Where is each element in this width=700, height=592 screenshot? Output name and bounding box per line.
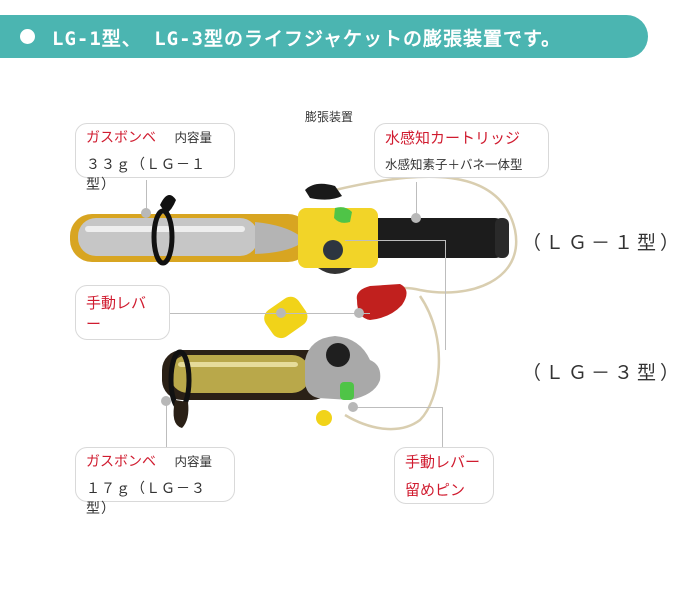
label-subtitle: 内容量 bbox=[174, 130, 212, 145]
leader-line bbox=[416, 182, 417, 218]
label-manual-lever: 手動レバー bbox=[75, 285, 170, 340]
leader-line bbox=[442, 407, 443, 447]
manual-lever-yellow-icon bbox=[264, 296, 308, 339]
model-label-lg1: （ＬＧ－１型） bbox=[522, 232, 684, 254]
header-banner: LG-1型、 LG-3型のライフジャケットの膨張装置です。 bbox=[0, 15, 648, 58]
label-water-cartridge: 水感知カートリッジ 水感知素子＋バネ一体型 bbox=[374, 123, 549, 178]
leader-line bbox=[445, 240, 446, 350]
label-gas-cylinder-lg3: ガスボンベ 内容量 １７ｇ（ＬＧ－３型） bbox=[75, 447, 235, 517]
model-label-lg3: （ＬＧ－３型） bbox=[522, 362, 684, 384]
leader-line bbox=[345, 240, 445, 241]
circle-bullet-icon bbox=[20, 29, 35, 44]
label-value: １７ｇ（ＬＧ－３型） bbox=[86, 481, 206, 517]
leader-dot bbox=[141, 208, 151, 218]
leader-dot bbox=[348, 402, 358, 412]
label-title: ガスボンベ bbox=[86, 454, 156, 470]
label-title: 手動レバー bbox=[86, 293, 147, 333]
label-title: 水感知カートリッジ bbox=[385, 129, 521, 147]
lg1-gas-cylinder bbox=[78, 218, 258, 256]
label-lever-pin: 手動レバー 留めピン bbox=[394, 447, 494, 504]
page-title: LG-1型、 LG-3型のライフジャケットの膨張装置です。 bbox=[52, 28, 562, 50]
lg1-inflator-head bbox=[298, 208, 378, 268]
lg3-inflator-head bbox=[305, 336, 381, 400]
label-line1: 手動レバー bbox=[405, 453, 481, 471]
label-value: 水感知素子＋バネ一体型 bbox=[385, 157, 523, 172]
label-value: ３３ｇ（ＬＧ－１型） bbox=[86, 157, 206, 193]
label-title: ガスボンベ bbox=[86, 130, 156, 146]
label-subtitle: 内容量 bbox=[174, 454, 212, 469]
leader-dot bbox=[354, 308, 364, 318]
leader-line bbox=[146, 180, 147, 212]
inflator-caption: 膨張装置 bbox=[305, 110, 354, 124]
leader-dot bbox=[276, 308, 286, 318]
red-toggle-icon bbox=[356, 284, 407, 320]
leader-dot bbox=[411, 213, 421, 223]
leader-dot bbox=[161, 396, 171, 406]
leader-line bbox=[166, 400, 167, 450]
label-gas-cylinder-lg1: ガスボンベ 内容量 ３３ｇ（ＬＧ－１型） bbox=[75, 123, 235, 193]
leader-line bbox=[352, 407, 442, 408]
leader-line bbox=[170, 313, 370, 314]
label-line2: 留めピン bbox=[405, 481, 466, 499]
